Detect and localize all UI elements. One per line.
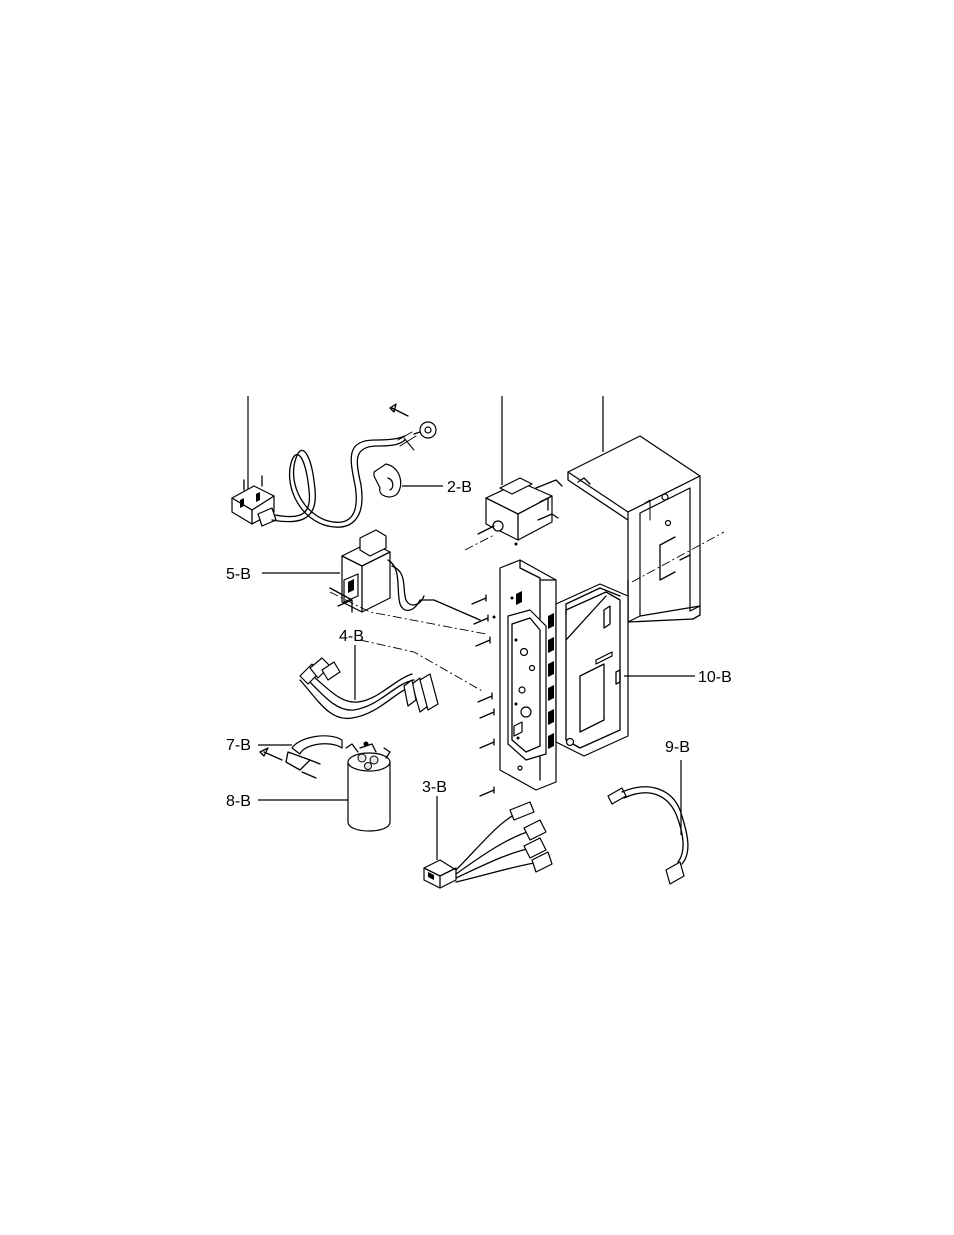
wire-harness-4b-part	[300, 640, 484, 718]
label-7b: 7-B	[226, 737, 251, 754]
label-2b: 2-B	[447, 479, 472, 496]
label-4b: 4-B	[339, 628, 364, 645]
label-5b: 5-B	[226, 566, 251, 583]
wire-9b-part	[608, 760, 688, 884]
label-3b: 3-B	[422, 779, 447, 796]
cover-box-part	[568, 396, 700, 622]
label-9b: 9-B	[665, 739, 690, 756]
capacitor-part	[258, 742, 390, 832]
label-8b: 8-B	[226, 793, 251, 810]
selector-switch-part	[465, 396, 562, 550]
label-10b: 10-B	[698, 669, 732, 686]
power-cord-part	[232, 396, 443, 527]
capacitor-strap-part	[258, 736, 342, 778]
wire-harness-3b-part	[424, 796, 552, 888]
relay-part	[262, 530, 486, 634]
